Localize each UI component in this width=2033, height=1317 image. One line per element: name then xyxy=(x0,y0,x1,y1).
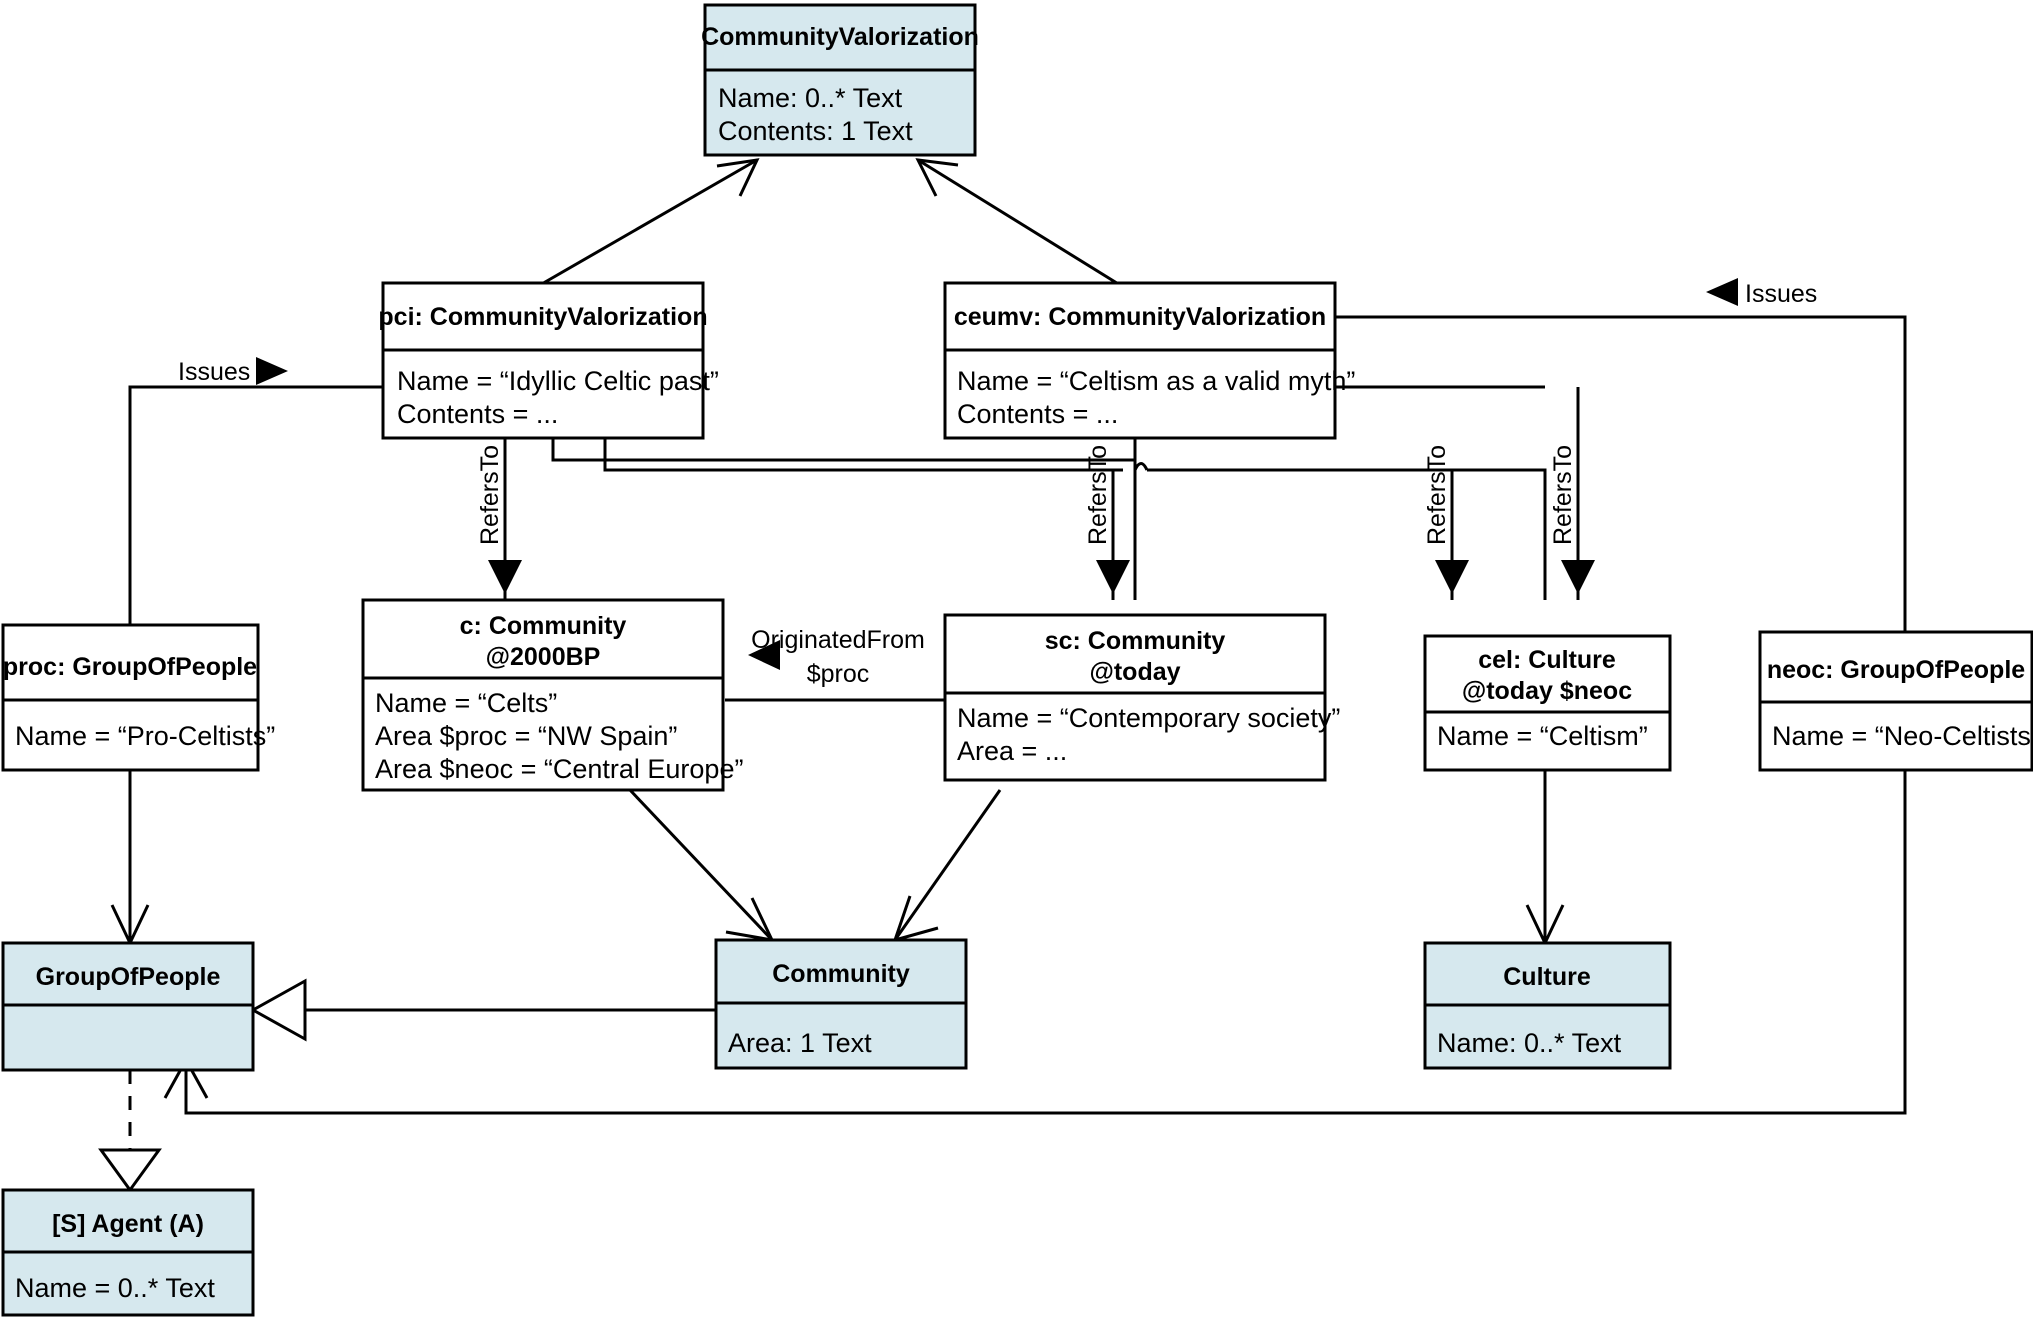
node-agent-class[interactable]: [S] Agent (A) Name = 0..* Text xyxy=(1,1188,255,1317)
edge-originatedfrom-label-line1: OriginatedFrom xyxy=(751,626,925,654)
nodes-layer: CommunityValorization Name: 0..* Text Co… xyxy=(1,3,2033,1317)
refersto-1-arrowhead xyxy=(488,560,522,594)
edge-refersto-1-label: RefersTo xyxy=(476,445,504,545)
node-ceumv-instance[interactable]: ceumv: CommunityValorization Name = “Cel… xyxy=(943,281,1355,440)
node-groupofpeople-class[interactable]: GroupOfPeople xyxy=(1,941,255,1072)
node-attribute: Name: 0..* Text xyxy=(1437,1028,1622,1058)
originatedfrom-arrowhead xyxy=(748,640,780,670)
node-title: Culture xyxy=(1503,963,1591,991)
edge-c-to-community xyxy=(628,788,774,942)
node-communityvalorization-class[interactable]: CommunityValorization Name: 0..* Text Co… xyxy=(701,3,979,157)
edge-ceumv-bus-right xyxy=(1133,462,1149,471)
realization-triangle-agent xyxy=(98,1148,162,1193)
refersto-3-arrowhead xyxy=(1435,560,1469,594)
node-attribute: Area $neoc = “Central Europe” xyxy=(375,754,743,784)
node-title-line1: c: Community xyxy=(460,612,627,640)
refersto-4-arrowhead xyxy=(1561,560,1595,594)
open-arrowhead-ceumv xyxy=(915,158,959,197)
node-proc-instance[interactable]: proc: GroupOfPeople Name = “Pro-Celtists… xyxy=(1,623,275,772)
node-title: [S] Agent (A) xyxy=(52,1210,204,1238)
node-title-line2: @2000BP xyxy=(486,643,601,671)
open-arrowhead-pci xyxy=(716,158,760,197)
edge-ceumv-instanceof xyxy=(917,158,1121,287)
edge-refersto-2-label: RefersTo xyxy=(1084,445,1112,545)
node-title: ceumv: CommunityValorization xyxy=(954,303,1326,331)
issues-right-arrowhead xyxy=(1706,278,1738,306)
node-title: GroupOfPeople xyxy=(36,963,221,991)
node-c-instance[interactable]: c: Community @2000BP Name = “Celts” Area… xyxy=(361,598,743,792)
edge-refersto-4-label: RefersTo xyxy=(1549,445,1577,545)
node-attribute: Name = “Contemporary society” xyxy=(957,703,1340,733)
node-attribute: Area = ... xyxy=(957,736,1067,766)
node-title: proc: GroupOfPeople xyxy=(3,653,257,681)
edge-issues-left-label: Issues xyxy=(178,358,250,386)
edges-layer: RefersTo RefersTo Re xyxy=(98,158,1907,1193)
node-title-line2: @today $neoc xyxy=(1462,677,1632,705)
node-attribute: Name = “Neo-Celtists” xyxy=(1772,721,2033,751)
edge-issues-right xyxy=(1335,315,1907,640)
edge-originatedfrom-label-line2: $proc xyxy=(807,660,870,688)
node-attribute: Area: 1 Text xyxy=(728,1028,872,1058)
edge-labels-layer: Issues Issues OriginatedFrom $proc xyxy=(178,280,1817,688)
node-culture-class[interactable]: Culture Name: 0..* Text xyxy=(1423,941,1672,1070)
node-title: neoc: GroupOfPeople xyxy=(1767,656,2025,684)
node-title: Community xyxy=(772,960,910,988)
edge-refersto-3-label: RefersTo xyxy=(1423,445,1451,545)
issues-left-arrowhead xyxy=(256,357,288,385)
node-community-class[interactable]: Community Area: 1 Text xyxy=(714,938,968,1070)
node-attribute: Name = “Celtism” xyxy=(1437,721,1648,751)
node-attribute: Name = “Celts” xyxy=(375,688,557,718)
node-title: pci: CommunityValorization xyxy=(378,303,707,331)
refersto-2-arrowhead xyxy=(1096,560,1130,594)
node-title-line1: sc: Community xyxy=(1045,627,1226,655)
node-attribute: Name = “Celtism as a valid myth” xyxy=(957,366,1355,396)
edge-issues-right-label: Issues xyxy=(1745,280,1817,308)
edge-neoc-to-groupofpeople xyxy=(184,770,1907,1115)
edge-pci-to-sc-route xyxy=(551,438,1135,462)
node-attribute: Name = 0..* Text xyxy=(15,1273,215,1303)
generalization-triangle-groupofpeople xyxy=(249,978,307,1042)
node-title-line2: @today xyxy=(1089,658,1180,686)
edge-issues-left xyxy=(128,385,383,625)
node-pci-instance[interactable]: pci: CommunityValorization Name = “Idyll… xyxy=(378,281,719,440)
node-attribute: Name = “Idyllic Celtic past” xyxy=(397,366,719,396)
node-attribute: Contents: 1 Text xyxy=(718,116,913,146)
node-attribute: Name = “Pro-Celtists” xyxy=(15,721,275,751)
node-title-line1: cel: Culture xyxy=(1478,646,1616,674)
node-title: CommunityValorization xyxy=(701,23,979,51)
node-attribute: Area $proc = “NW Spain” xyxy=(375,721,677,751)
edge-sc-to-community xyxy=(893,789,1002,941)
node-neoc-instance[interactable]: neoc: GroupOfPeople Name = “Neo-Celtists… xyxy=(1758,630,2033,772)
node-sc-instance[interactable]: sc: Community @today Name = “Contemporar… xyxy=(943,613,1340,782)
node-attribute: Contents = ... xyxy=(957,399,1118,429)
node-attribute: Contents = ... xyxy=(397,399,558,429)
node-attribute: Name: 0..* Text xyxy=(718,83,903,113)
edge-ceumv-bus-right-run xyxy=(1147,468,1547,600)
node-cel-instance[interactable]: cel: Culture @today $neoc Name = “Celtis… xyxy=(1423,634,1672,772)
edge-pci-instanceof xyxy=(539,158,758,287)
